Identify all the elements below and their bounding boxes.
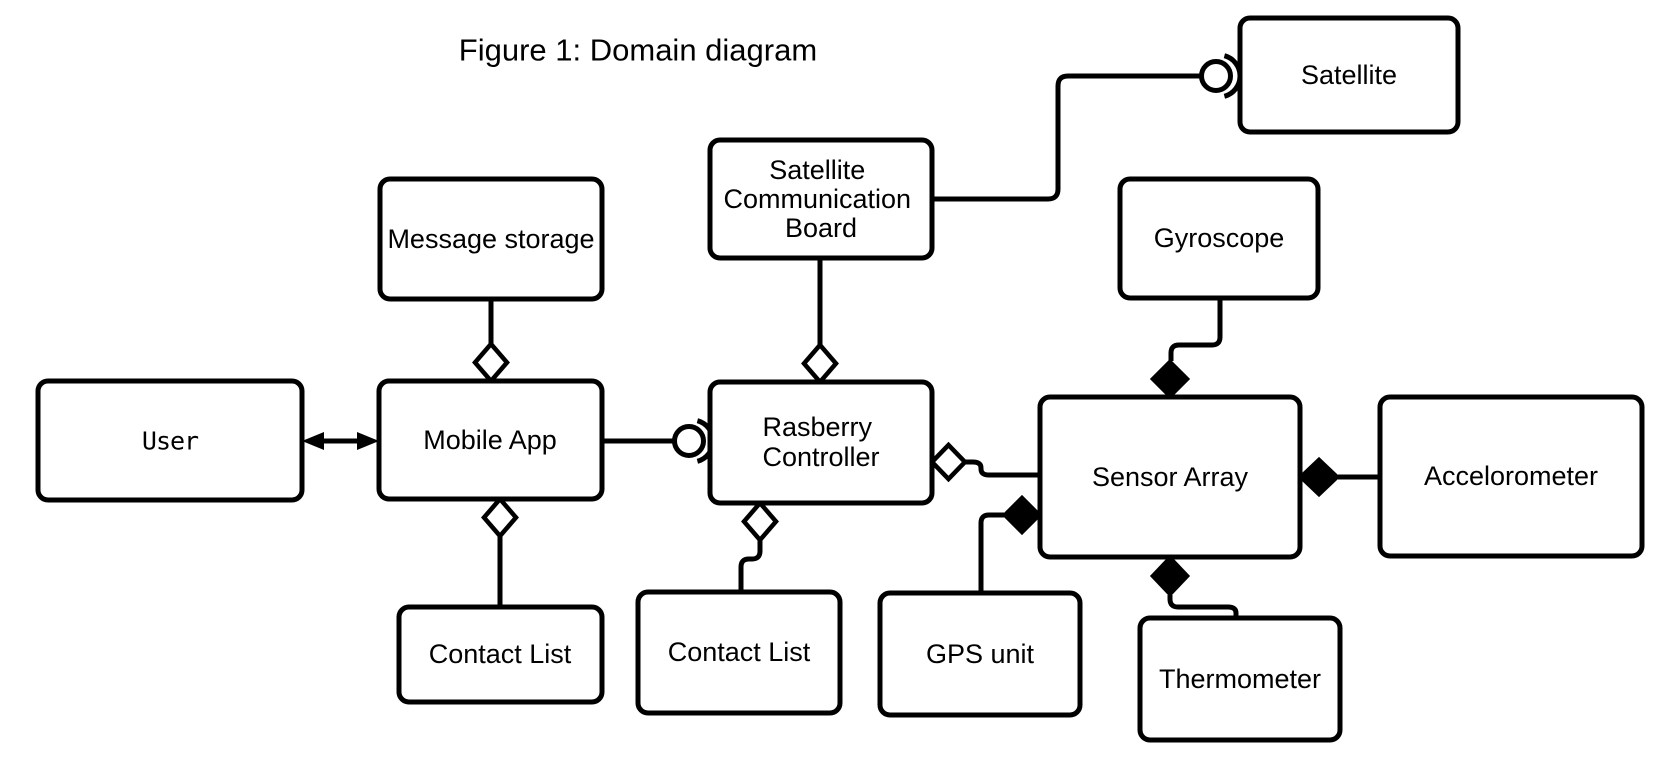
node-label: Rasberry Controller	[762, 412, 879, 472]
edge-line	[738, 540, 763, 592]
node-box	[877, 590, 1083, 718]
node-message-storage: Message storage	[377, 176, 605, 302]
edge-scb-rasberry-controller	[801, 258, 839, 386]
edge-line	[1167, 595, 1239, 618]
node-sensor-array: Sensor Array	[1037, 394, 1303, 560]
node-gyroscope: Gyroscope	[1117, 176, 1321, 301]
edge-gyroscope-sensor-array	[1149, 298, 1223, 400]
node-satellite-communication-board: Satellite Communication Board	[707, 137, 935, 261]
node-gps-unit: GPS unit	[877, 590, 1083, 718]
node-user: User	[35, 378, 305, 503]
edge-line	[1168, 298, 1223, 361]
node-box	[1237, 15, 1461, 135]
aggregation-diamond-icon	[481, 495, 519, 540]
edge-rasberry-controller-contact-list	[738, 499, 779, 592]
node-label: Contact List	[429, 639, 572, 669]
ball-interface-icon	[672, 424, 706, 458]
node-label: Contact List	[668, 637, 811, 667]
edge-scb-satellite	[932, 53, 1243, 202]
node-satellite: Satellite	[1237, 15, 1461, 135]
node-label: Thermometer	[1159, 664, 1321, 694]
node-rasberry-controller: Rasberry Controller	[707, 379, 935, 506]
edge-line	[978, 512, 1004, 593]
node-box	[376, 378, 605, 502]
node-box	[635, 589, 843, 716]
node-label: Satellite Communication Board	[723, 155, 918, 243]
node-mobile-app: Mobile App	[376, 378, 605, 502]
edge-mobile-app-rasberry-controller	[602, 418, 716, 464]
node-box	[396, 604, 605, 705]
node-box	[35, 378, 305, 503]
node-box	[1117, 176, 1321, 301]
edge-sensor-array-thermometer	[1149, 554, 1239, 618]
node-contact-list-controller: Contact List	[635, 589, 843, 716]
node-label: GPS unit	[926, 639, 1035, 669]
edge-line	[965, 459, 1040, 478]
node-box	[1377, 394, 1645, 559]
node-label: User	[142, 427, 199, 456]
figure-title: Figure 1: Domain diagram	[459, 33, 817, 68]
composition-diamond-icon	[1001, 494, 1043, 536]
aggregation-diamond-icon	[741, 499, 779, 544]
node-accelorometer: Accelorometer	[1377, 394, 1645, 559]
composition-diamond-icon	[1297, 456, 1341, 498]
node-box	[377, 176, 605, 302]
node-box	[1137, 615, 1343, 743]
edge-rasberry-controller-sensor-array	[928, 441, 1040, 483]
node-box	[1037, 394, 1303, 560]
node-label: Sensor Array	[1092, 462, 1249, 492]
edge-gps-unit-sensor-array	[978, 494, 1043, 593]
composition-diamond-icon	[1149, 358, 1191, 400]
node-contact-list-mobile: Contact List	[396, 604, 605, 705]
node-thermometer: Thermometer	[1137, 615, 1343, 743]
node-label: Satellite	[1301, 60, 1397, 90]
aggregation-diamond-icon	[472, 340, 510, 385]
node-label: Message storage	[387, 224, 594, 254]
aggregation-diamond-icon	[928, 441, 969, 483]
arrowhead-right-icon	[357, 432, 379, 450]
edge-user-mobile-app	[302, 432, 379, 450]
edge-mobile-app-contact-list	[481, 495, 519, 607]
node-box	[707, 137, 935, 261]
edge-line	[932, 73, 1201, 202]
edge-sensor-array-accelorometer	[1297, 456, 1380, 498]
node-label: Accelorometer	[1424, 461, 1598, 491]
arrowhead-left-icon	[302, 432, 324, 450]
node-label: Mobile App	[423, 425, 557, 455]
node-box	[707, 379, 935, 506]
composition-diamond-icon	[1149, 554, 1191, 598]
aggregation-diamond-icon	[801, 341, 839, 386]
node-label: Gyroscope	[1154, 223, 1285, 253]
ball-interface-icon	[1199, 59, 1233, 93]
edge-message-storage-mobile-app	[472, 299, 510, 385]
